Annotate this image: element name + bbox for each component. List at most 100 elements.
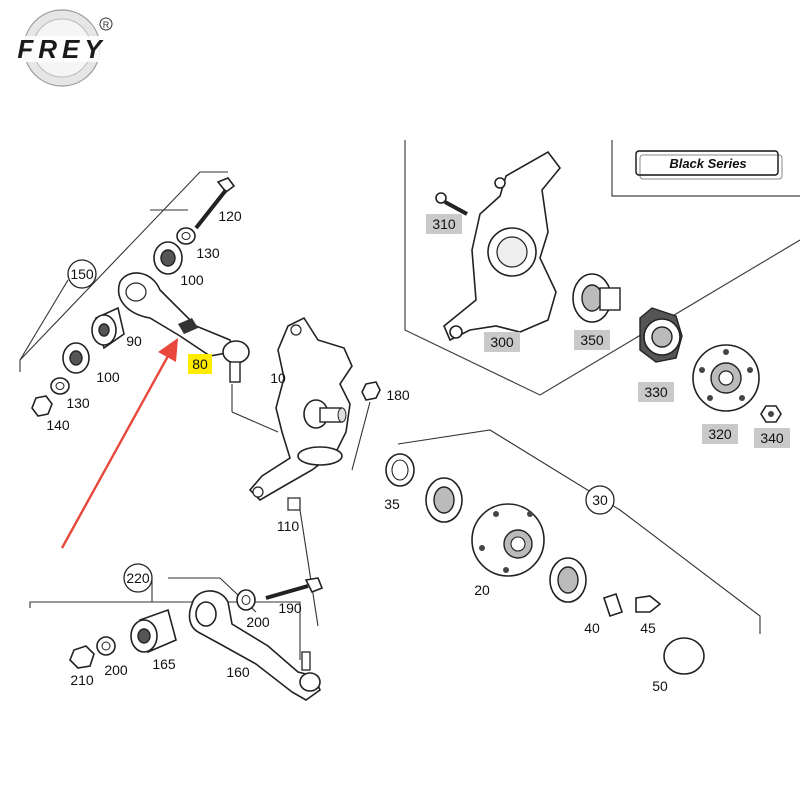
nut-340 <box>760 405 782 423</box>
hub-320-hole <box>707 395 713 401</box>
ball-joint-80 <box>222 340 250 364</box>
hub-group <box>385 429 761 675</box>
label-160: 160 <box>226 664 250 680</box>
tag-330: 330 <box>644 384 668 400</box>
bushing-100-lower-core <box>69 350 83 366</box>
bearing-330 <box>639 307 683 363</box>
bolt-120 <box>194 177 236 230</box>
washer-130-top-hole <box>181 232 191 240</box>
tag-300-bg <box>484 332 520 352</box>
label-90: 90 <box>126 333 142 349</box>
tag-350-bg <box>574 330 610 350</box>
hub-20 <box>471 503 545 577</box>
knuckle-10-lower-eye <box>252 486 264 498</box>
inset-labels: 310 300 350 330 320 340 <box>426 214 790 448</box>
hub-20-hole <box>503 567 509 573</box>
leader-150-link <box>19 279 69 361</box>
hub-320-hole <box>723 349 729 355</box>
hub-20-hole <box>479 545 485 551</box>
knuckle-300 <box>443 150 562 342</box>
tag-320: 320 <box>708 426 732 442</box>
bolt-120-head <box>216 177 236 194</box>
knuckle-10-lower-plate <box>297 446 343 466</box>
knuckle-300-bore-inner <box>496 236 528 268</box>
label-50: 50 <box>652 678 668 694</box>
hub-320-hole <box>699 367 705 373</box>
frey-logo: FREY R <box>6 9 118 87</box>
black-series-tag-shadow <box>639 154 783 180</box>
label-110: 110 <box>277 518 300 534</box>
tag-310: 310 <box>432 216 456 232</box>
leader-80-knuckle <box>231 411 279 433</box>
label-200-right: 200 <box>246 614 270 630</box>
hub-20-bore <box>510 536 526 552</box>
lower-arm-160-eye <box>195 601 217 627</box>
hub-320 <box>692 344 760 412</box>
knuckle-300-upper-hole <box>494 177 506 189</box>
bolt-190-shank <box>265 584 309 600</box>
label-165: 165 <box>152 656 176 672</box>
callout-30-circle <box>585 485 615 515</box>
logo-wordmark: FREY <box>17 34 106 64</box>
label-30: 30 <box>592 492 608 508</box>
tag-320-bg <box>702 424 738 444</box>
nut-340-hole <box>768 411 774 417</box>
label-10: 10 <box>270 370 286 386</box>
knuckle-300-eye <box>449 325 463 339</box>
callout-labels: 120 130 150 100 90 100 130 140 80 10 180… <box>46 208 668 694</box>
tag-300: 300 <box>490 334 514 350</box>
nut-180 <box>361 381 381 401</box>
logo-band <box>6 36 118 62</box>
label-200-left: 200 <box>104 662 128 678</box>
label-140: 140 <box>46 417 70 433</box>
bearing-inner-race <box>433 486 455 514</box>
part-110 <box>287 497 301 511</box>
label-80: 80 <box>192 356 208 372</box>
lower-arm-group <box>29 563 324 701</box>
tag-340: 340 <box>760 430 784 446</box>
washer-200-right-hole <box>241 595 251 605</box>
upper-arm-80-slot <box>178 318 198 334</box>
bearing-330-center <box>651 326 673 348</box>
bushing-90-core <box>98 323 110 337</box>
registered-mark-circle <box>99 17 113 31</box>
leader-110 <box>299 509 319 627</box>
label-190: 190 <box>278 600 302 616</box>
leader-180 <box>351 401 371 471</box>
lower-arm-160-stud <box>301 651 311 671</box>
callout-220-circle <box>123 563 153 593</box>
red-arrow-head <box>158 338 178 362</box>
callout-150-circle <box>67 259 97 289</box>
label-40: 40 <box>584 620 600 636</box>
shield-350-hub <box>581 284 603 312</box>
tag-350: 350 <box>580 332 604 348</box>
hub-320-hole <box>747 367 753 373</box>
leader-220 <box>29 601 301 660</box>
nut-210 <box>69 645 95 669</box>
knuckle-10 <box>248 316 381 627</box>
label-100: 100 <box>96 369 120 385</box>
black-series-tag <box>635 150 779 176</box>
label-210: 210 <box>70 672 94 688</box>
label-20: 20 <box>474 582 490 598</box>
lower-arm-160-body <box>188 590 321 701</box>
label-100: 100 <box>180 272 204 288</box>
registered-mark: R <box>103 20 110 30</box>
label-130: 130 <box>66 395 90 411</box>
hub-20-hole <box>493 511 499 517</box>
shield-350-stub <box>599 287 621 311</box>
bearing-outer-race <box>557 566 579 594</box>
knuckle-10-top-eye <box>290 324 302 336</box>
washer-130-lower-hole <box>55 382 65 390</box>
bolt-310 <box>435 192 468 216</box>
washer-40 <box>602 592 624 618</box>
hub-20-hole <box>527 511 533 517</box>
bolt-120-shank <box>194 188 228 230</box>
label-45: 45 <box>640 620 656 636</box>
label-130: 130 <box>196 245 220 261</box>
bolt-190-head <box>304 577 324 594</box>
hub-320-bore <box>718 370 734 386</box>
label-35: 35 <box>384 496 400 512</box>
